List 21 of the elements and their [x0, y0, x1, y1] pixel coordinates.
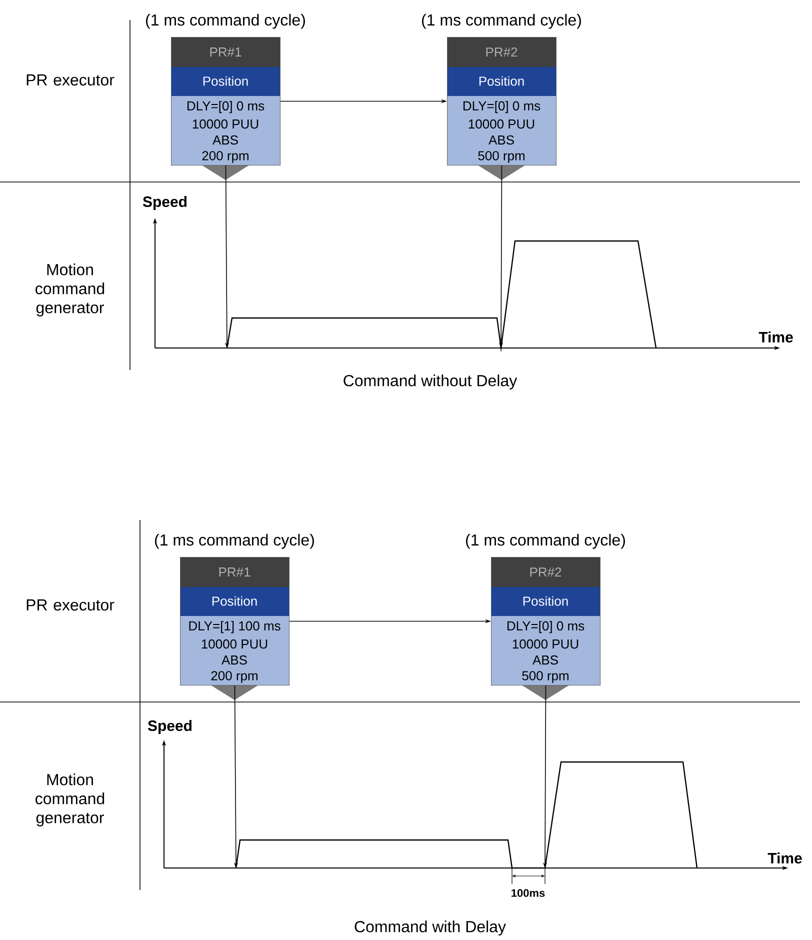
axis-label: Time — [768, 852, 802, 864]
speed-profile — [235, 761, 698, 869]
program-block: PR#2 Position DLY=[0] 0 ms 10000 PUU ABS 500 rpm — [491, 557, 600, 700]
row-label: Motion command generator — [36, 774, 104, 826]
axis-label: Speed — [142, 196, 187, 210]
program-block: PR#2 Position DLY=[0] 0 ms 10000 PUU ABS 500 rpm — [447, 37, 556, 180]
caption: Command with Delay — [354, 920, 506, 936]
axis-label: Time — [758, 332, 793, 342]
row-label: Motion command generator — [36, 264, 104, 316]
cycle-note: (1 ms command cycle) — [155, 534, 314, 549]
row-label: PR executor — [26, 599, 114, 611]
program-block: PR#1 Position DLY=[0] 0 ms 10000 PUU ABS 200 rpm — [171, 37, 280, 180]
dimension-label: 100ms — [512, 889, 545, 897]
speed-profile — [226, 240, 657, 353]
cycle-note: (1 ms command cycle) — [466, 534, 625, 549]
row-label: PR executor — [26, 74, 114, 86]
caption: Command without Delay — [344, 374, 518, 390]
axis-label: Speed — [148, 720, 192, 734]
cycle-note: (1 ms command cycle) — [146, 14, 305, 29]
program-block: PR#1 Position DLY=[1] 100 ms 10000 PUU ABS 200 rpm — [180, 557, 290, 700]
cycle-note: (1 ms command cycle) — [422, 14, 581, 29]
